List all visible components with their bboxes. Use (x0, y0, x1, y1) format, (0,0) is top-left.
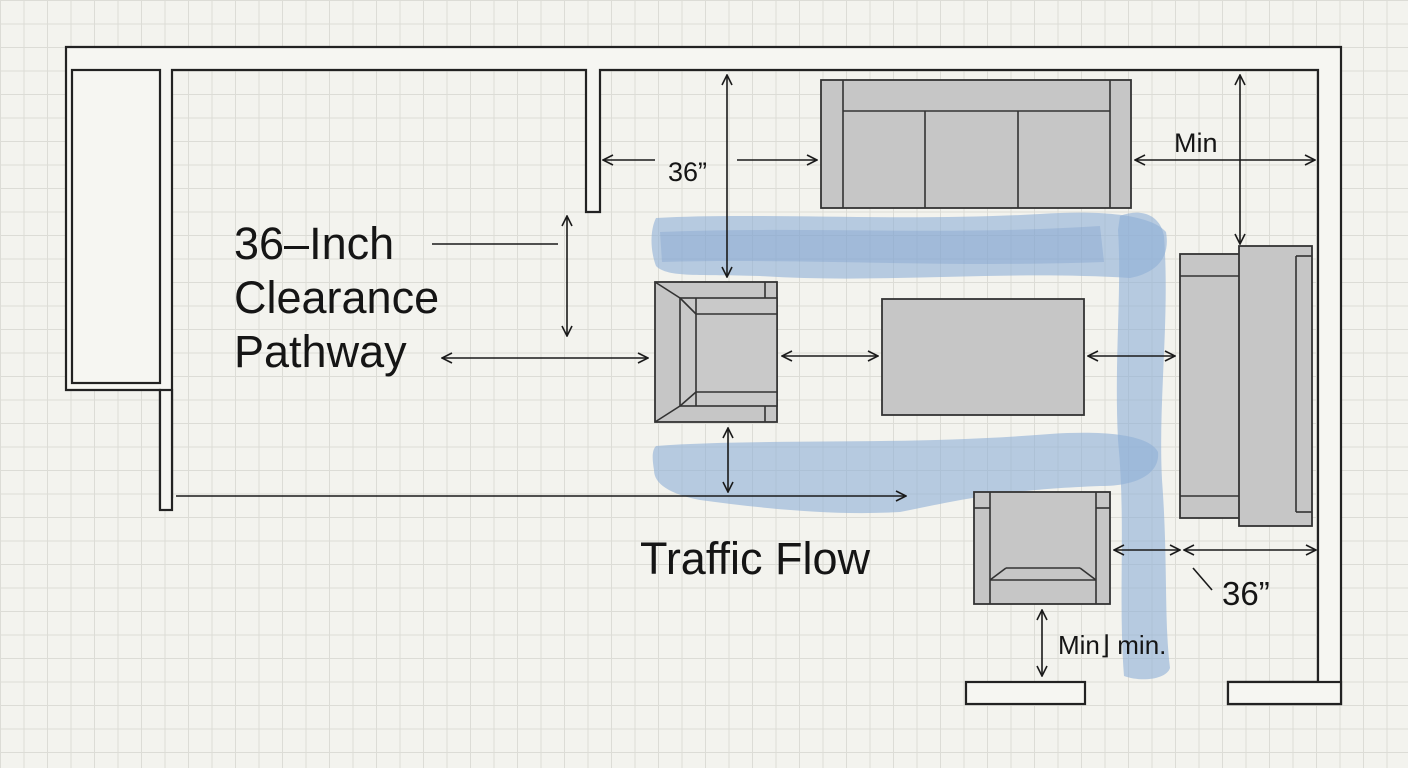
dimension-arrows (176, 75, 1316, 676)
bottom-wall-left (964, 680, 1087, 706)
clearance-title-line3: Pathway (234, 326, 407, 377)
labels: 36–Inch Clearance Pathway Traffic Flow 3… (234, 128, 1270, 660)
sofa-right (1179, 245, 1313, 527)
traffic-flow-label: Traffic Flow (640, 533, 871, 584)
flow-band-right (1116, 212, 1170, 680)
walls (64, 45, 1343, 706)
lower-right-leader-line (1192, 567, 1213, 591)
flow-band-bottom (652, 432, 1159, 514)
left-wall-stub (158, 388, 174, 512)
left-closet (70, 68, 162, 385)
top-right-min-label: Min (1174, 128, 1218, 158)
traffic-flow-bands (651, 212, 1170, 680)
sofa-top (820, 79, 1132, 209)
armchair-left (654, 281, 778, 423)
flow-band-top (651, 212, 1167, 279)
armchair-bottom (973, 491, 1111, 605)
right-dimension-label: 36” (1222, 575, 1270, 612)
top-dimension-label: 36” (668, 157, 707, 187)
coffee-table (881, 298, 1085, 416)
bottom-min-label: Min⌋ min. (1058, 630, 1166, 660)
clearance-title-line1: 36–Inch (234, 218, 394, 269)
clearance-title-line2: Clearance (234, 272, 439, 323)
flow-band-edge (660, 226, 1104, 264)
bottom-wall-right (1226, 680, 1343, 706)
